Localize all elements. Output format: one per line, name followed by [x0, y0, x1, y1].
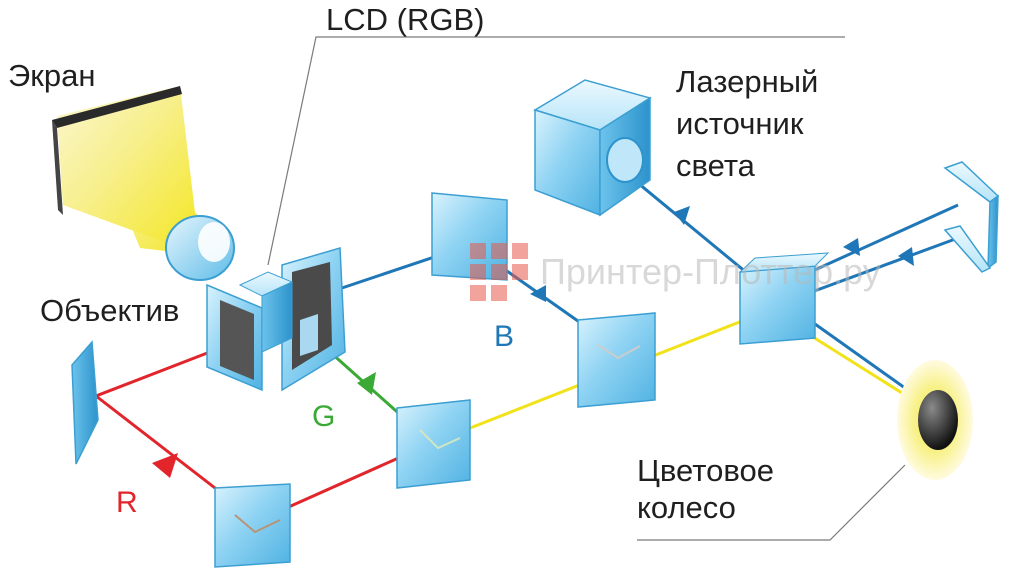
arrow-blue-2: [674, 206, 690, 225]
mirror-right: [943, 161, 1000, 273]
wheel-label-line-1: Цветовое: [637, 453, 774, 488]
color-wheel: [897, 360, 973, 480]
lcd-label: LCD (RGB): [326, 2, 485, 37]
mirror-red: [71, 340, 99, 465]
lcd-assembly: [206, 247, 346, 392]
watermark: Принтер-Плоттер.ру: [470, 243, 881, 301]
screen-label: Экран: [8, 58, 96, 93]
arrow-green: [357, 372, 376, 395]
arrow-blue-3: [843, 238, 860, 256]
prism-bottom: [214, 483, 291, 568]
arrow-blue-4: [898, 247, 914, 266]
lens: [165, 215, 235, 281]
watermark-text: Принтер-Плоттер.ру: [540, 251, 881, 292]
lens-label: Объектив: [40, 293, 180, 328]
screen: [52, 86, 205, 255]
beam-label-g: G: [312, 400, 336, 433]
laser-source: [533, 79, 652, 217]
beam-label-r: R: [116, 486, 138, 519]
laser-label-line-3: света: [676, 148, 755, 183]
beam-label-b: B: [494, 320, 515, 353]
leader-lines: [267, 36, 906, 541]
prism-right: [738, 252, 830, 345]
laser-label-line-2: источник: [676, 106, 804, 141]
laser-label-line-1: Лазерный: [676, 64, 819, 99]
wheel-label-line-2: колесо: [637, 490, 736, 525]
arrow-red: [152, 453, 178, 478]
prism-upper: [577, 312, 656, 408]
prism-middle: [396, 399, 471, 489]
watermark-logo-icon: [470, 243, 528, 301]
arrow-blue-1: [530, 285, 546, 302]
